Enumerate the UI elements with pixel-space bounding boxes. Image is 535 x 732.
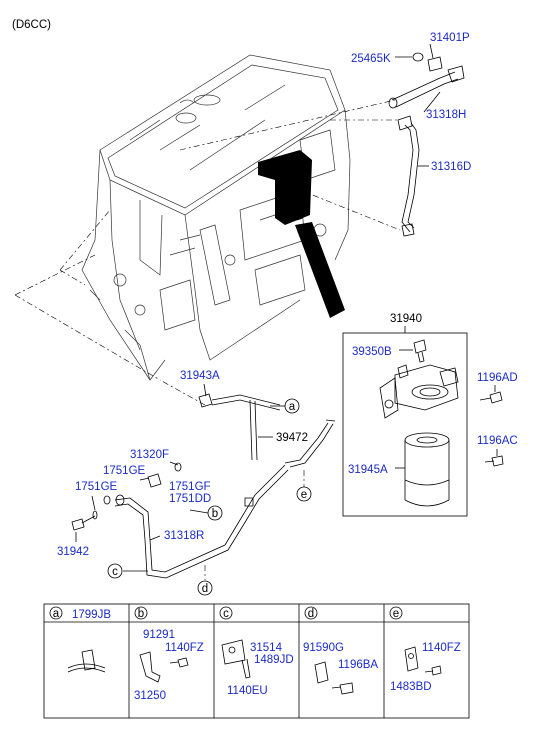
part-31940: 31940 (390, 313, 422, 325)
oil-filter-on-engine (258, 150, 345, 318)
callout-d-main (197, 580, 213, 596)
bolt-31942 (71, 515, 96, 531)
callout-d-label: d (202, 583, 208, 595)
part-31942[interactable]: 31942 (57, 546, 89, 558)
legend-part-91590G[interactable]: 91590G (303, 642, 344, 654)
callout-c-main (107, 563, 123, 579)
part-39350B[interactable]: 39350B (352, 346, 392, 358)
legend-key-e: e (393, 608, 399, 620)
legend-callout-c (219, 606, 233, 620)
legend-key-c: c (223, 608, 229, 620)
part-1196AC[interactable]: 1196AC (477, 435, 518, 447)
bolt-1196AD (479, 391, 503, 404)
connector-31401P (412, 52, 443, 72)
legend-key-a: a (53, 608, 60, 620)
legend-part-31514[interactable]: 31514 (250, 642, 283, 654)
washer-1751GE (92, 510, 98, 520)
callout-a-label: a (289, 401, 296, 413)
legend-part-1140FZ-b[interactable]: 1140FZ (165, 642, 204, 654)
legend-part-31250[interactable]: 31250 (134, 690, 166, 702)
legend-part-1140FZ-e[interactable]: 1140FZ (422, 642, 461, 654)
part-1751GE-a[interactable]: 1751GE (103, 465, 146, 477)
legend-part-1483BD[interactable]: 1483BD (390, 681, 432, 693)
pipe-31318H (388, 65, 465, 109)
part-1751GE-b[interactable]: 1751GE (75, 481, 118, 493)
part-31945A[interactable]: 31945A (348, 464, 388, 476)
fitting-31943A (198, 393, 213, 408)
legend-part-1799JB[interactable]: 1799JB (72, 609, 111, 621)
engine-block-drawing (81, 54, 351, 381)
legend-key-b: b (138, 608, 144, 620)
legend-callout-a (49, 606, 63, 620)
legend-part-1140EU[interactable]: 1140EU (227, 685, 268, 697)
legend-part-91291[interactable]: 91291 (143, 629, 175, 641)
part-1751DD[interactable]: 1751DD (169, 493, 211, 505)
sensor-31320F (139, 473, 162, 488)
bracket-31514 (221, 639, 251, 679)
oil-pipe-31318R (103, 464, 289, 579)
oil-filter-31945A (404, 432, 450, 507)
legend-callout-e (389, 606, 403, 620)
sensor-39350B (413, 339, 427, 363)
part-31320F[interactable]: 31320F (130, 449, 169, 461)
model-title: (D6CC) (12, 19, 51, 31)
washer-1751GF (174, 462, 182, 472)
part-31318H[interactable]: 31318H (426, 109, 466, 121)
part-39472: 39472 (276, 432, 308, 444)
filter-assembly-box (342, 332, 468, 517)
part-31401P[interactable]: 31401P (430, 32, 470, 44)
bracket-31250 (139, 651, 189, 683)
legend-callout-d (304, 606, 318, 620)
bolt-1196AC (484, 455, 504, 467)
bracket-1483BD (404, 646, 442, 676)
clamp-1799JB (67, 649, 106, 673)
filter-head-drawing (379, 364, 459, 419)
pipe-31316D (397, 115, 420, 237)
part-31318R[interactable]: 31318R (164, 530, 204, 542)
dipstick-tube (284, 419, 336, 468)
callout-e-label: e (301, 489, 307, 501)
part-31943A[interactable]: 31943A (180, 370, 220, 382)
legend-part-1196BA[interactable]: 1196BA (338, 659, 378, 671)
part-31316D[interactable]: 31316D (431, 161, 471, 173)
legend-callout-b (134, 606, 148, 620)
tube-39472 (211, 394, 281, 461)
legend-part-1489JD[interactable]: 1489JD (254, 654, 294, 666)
callout-c-label: c (112, 566, 118, 578)
callout-b-label: b (212, 508, 218, 520)
legend-table (43, 603, 470, 719)
part-1196AD[interactable]: 1196AD (477, 372, 518, 384)
clip-91590G (314, 661, 354, 695)
legend-key-d: d (308, 608, 314, 620)
part-1751GF[interactable]: 1751GF (169, 481, 211, 493)
part-25465K[interactable]: 25465K (351, 53, 391, 65)
